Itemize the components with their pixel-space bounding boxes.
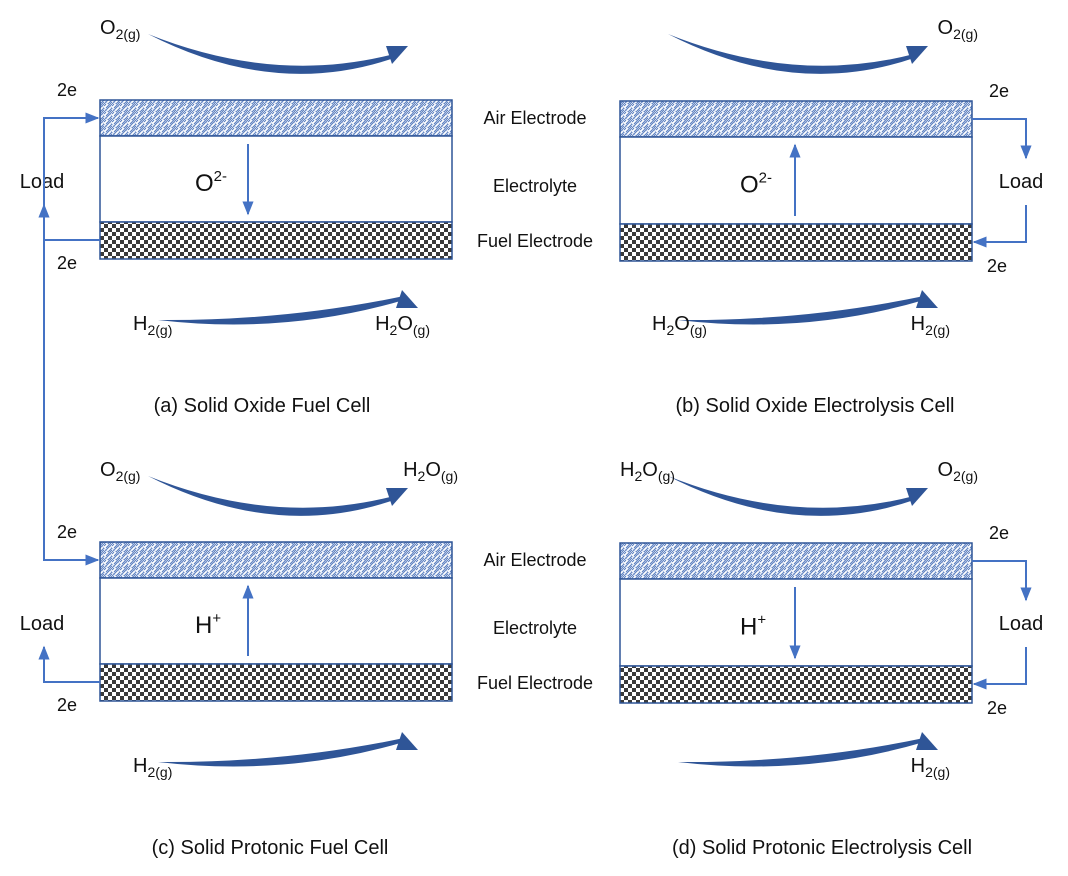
electron-label-bottom: 2e bbox=[987, 698, 1007, 718]
panel-caption: (b) Solid Oxide Electrolysis Cell bbox=[676, 395, 955, 417]
electron-label-top: 2e bbox=[57, 80, 77, 100]
flow-arrow bbox=[158, 738, 404, 767]
fuel-electrode-label: Fuel Electrode bbox=[477, 231, 593, 251]
air-electrode-label: Air Electrode bbox=[483, 108, 586, 128]
electron-label-bottom: 2e bbox=[57, 695, 77, 715]
load-label: Load bbox=[20, 171, 65, 193]
electron-path-bottom bbox=[38, 645, 100, 683]
flow-arrowhead bbox=[916, 732, 938, 750]
flow-arrowhead bbox=[396, 290, 418, 308]
load-label: Load bbox=[999, 171, 1044, 193]
electrolyte-layer bbox=[99, 577, 453, 665]
electron-path-bottom bbox=[972, 647, 1027, 690]
species-bottom-left: H2(g) bbox=[133, 313, 172, 338]
flow-arrow bbox=[678, 296, 924, 325]
electron-label-top: 2e bbox=[989, 523, 1009, 543]
panel-d: H+ Load 2e 2e H2O(g) O2(g) H2(g) (d) Solid Prot… bbox=[619, 459, 1044, 859]
flow-arrowhead bbox=[906, 488, 928, 506]
flow-arrowhead bbox=[386, 488, 408, 506]
species-top-right: O2(g) bbox=[938, 459, 978, 484]
species-bottom-right: H2(g) bbox=[911, 313, 950, 338]
electron-label-bottom: 2e bbox=[57, 253, 77, 273]
species-top-left: H2O(g) bbox=[620, 459, 675, 484]
panel-b: O2- Load 2e 2e O2(g) H2O(g) H2(g) (b) Solid Oxi… bbox=[619, 17, 1044, 417]
species-top-left: O2(g) bbox=[100, 17, 140, 42]
species-top-left: O2(g) bbox=[100, 459, 140, 484]
electron-path-bottom bbox=[972, 205, 1027, 248]
electrolyte-layer bbox=[99, 135, 453, 223]
fuel-electrode-layer bbox=[99, 221, 453, 260]
air-electrode-layer bbox=[99, 99, 453, 137]
electron-path-top bbox=[972, 560, 1032, 602]
species-top-right: H2O(g) bbox=[403, 459, 458, 484]
panel-caption: (d) Solid Protonic Electrolysis Cell bbox=[672, 837, 972, 859]
load-label: Load bbox=[20, 613, 65, 635]
flow-arrow bbox=[668, 34, 914, 74]
electron-path-top bbox=[43, 112, 100, 168]
ion-label: O2- bbox=[740, 170, 772, 199]
fuel-electrode-layer bbox=[619, 665, 973, 704]
electron-path-top bbox=[972, 118, 1032, 160]
flow-arrowhead bbox=[396, 732, 418, 750]
ion-label: O2- bbox=[195, 168, 227, 197]
ion-label: H+ bbox=[195, 610, 221, 639]
species-bottom-right: H2(g) bbox=[911, 755, 950, 780]
flow-arrow bbox=[148, 34, 394, 74]
flow-arrow bbox=[158, 296, 404, 325]
fuel-electrode-layer bbox=[99, 663, 453, 702]
air-electrode-layer bbox=[99, 541, 453, 579]
fuel-electrode-layer bbox=[619, 223, 973, 262]
species-bottom-left: H2O(g) bbox=[652, 313, 707, 338]
electron-path-top bbox=[43, 168, 100, 566]
species-bottom-right: H2O(g) bbox=[375, 313, 430, 338]
panel-caption: (c) Solid Protonic Fuel Cell bbox=[152, 837, 389, 859]
electrolyte-label: Electrolyte bbox=[493, 618, 577, 638]
load-label: Load bbox=[999, 613, 1044, 635]
electrolyte-label: Electrolyte bbox=[493, 176, 577, 196]
species-top-right: O2(g) bbox=[938, 17, 978, 42]
air-electrode-label: Air Electrode bbox=[483, 550, 586, 570]
air-electrode-layer bbox=[619, 542, 973, 580]
flow-arrow bbox=[148, 476, 394, 516]
air-electrode-layer bbox=[619, 100, 973, 138]
panel-caption: (a) Solid Oxide Fuel Cell bbox=[154, 395, 371, 417]
species-bottom-left: H2(g) bbox=[133, 755, 172, 780]
flow-arrow bbox=[678, 738, 924, 767]
electron-path-bottom bbox=[38, 203, 100, 241]
electron-label-top: 2e bbox=[989, 81, 1009, 101]
flow-arrowhead bbox=[916, 290, 938, 308]
electron-label-top: 2e bbox=[57, 522, 77, 542]
flow-arrowhead bbox=[386, 46, 408, 64]
electron-label-bottom: 2e bbox=[987, 256, 1007, 276]
fuel-electrode-label: Fuel Electrode bbox=[477, 673, 593, 693]
ion-label: H+ bbox=[740, 612, 766, 641]
flow-arrow bbox=[668, 476, 914, 516]
flow-arrowhead bbox=[906, 46, 928, 64]
